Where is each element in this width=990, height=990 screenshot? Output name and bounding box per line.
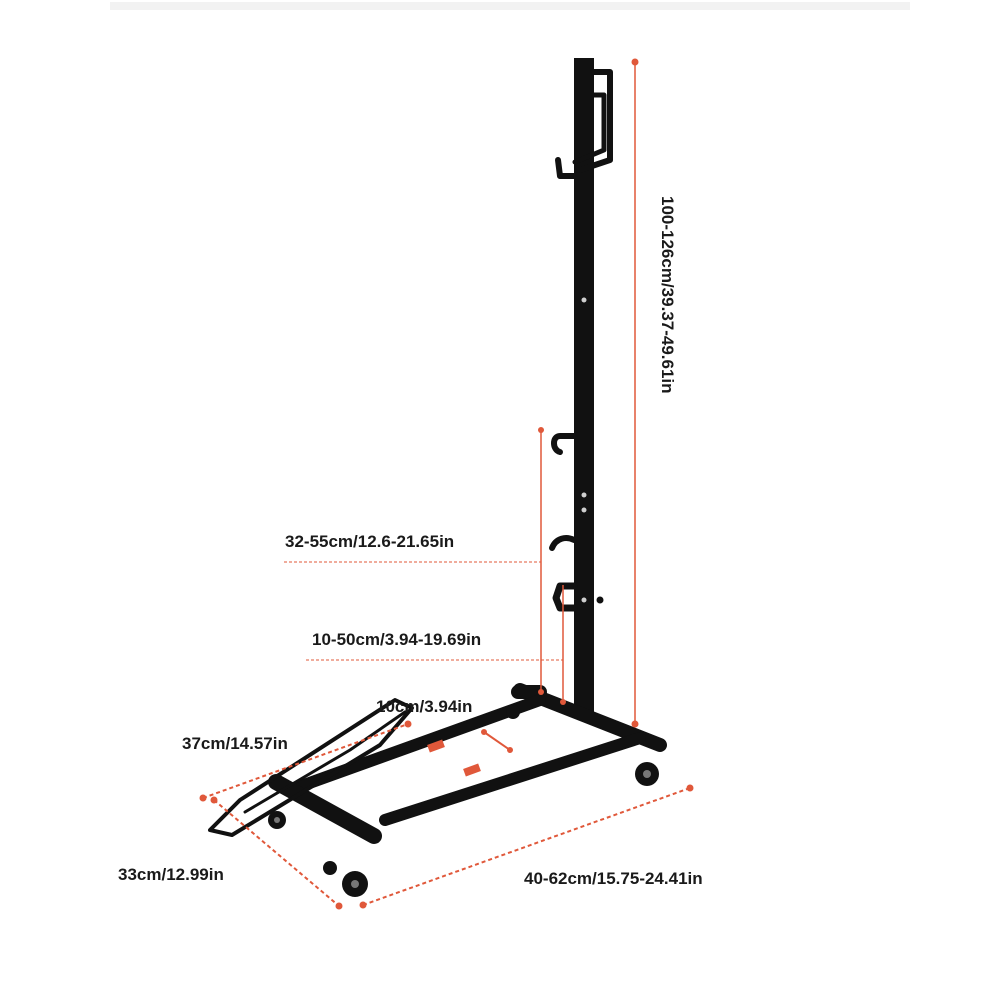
dimension-lines	[199, 58, 694, 910]
vertical-post	[574, 58, 594, 712]
top-border	[110, 2, 910, 10]
depth-dimension-line	[213, 799, 340, 907]
offset-dimension-line	[483, 731, 511, 751]
upper-wheel-hook	[551, 433, 577, 455]
middle-wheel-hook	[549, 535, 577, 551]
upper-hook-label: 32-55cm/12.6-21.65in	[285, 532, 455, 551]
front-cross-bar	[268, 774, 382, 844]
lower-hook-label: 10-50cm/3.94-19.69in	[312, 630, 482, 649]
cradle-knob	[596, 596, 604, 604]
top-hook-inner	[572, 92, 607, 165]
base-width-label: 37cm/14.57in	[182, 734, 288, 753]
top-hook-outer	[577, 69, 613, 173]
post-holes	[581, 297, 587, 603]
lower-cradle	[552, 582, 578, 612]
base-offset-label: 10cm/3.94in	[376, 697, 473, 716]
right-rail	[379, 732, 646, 826]
length-label: 40-62cm/15.75-24.41in	[524, 869, 703, 888]
front-depth-label: 33cm/12.99in	[118, 865, 224, 884]
top-hook-arm	[555, 157, 577, 179]
wheel-tray	[208, 698, 414, 837]
height-label: 100-126cm/39.37-49.61in	[658, 196, 677, 394]
width-dimension-line	[202, 723, 409, 799]
caster-wheels	[268, 705, 659, 897]
bike-stand	[208, 58, 667, 897]
length-dimension-line	[362, 787, 691, 906]
